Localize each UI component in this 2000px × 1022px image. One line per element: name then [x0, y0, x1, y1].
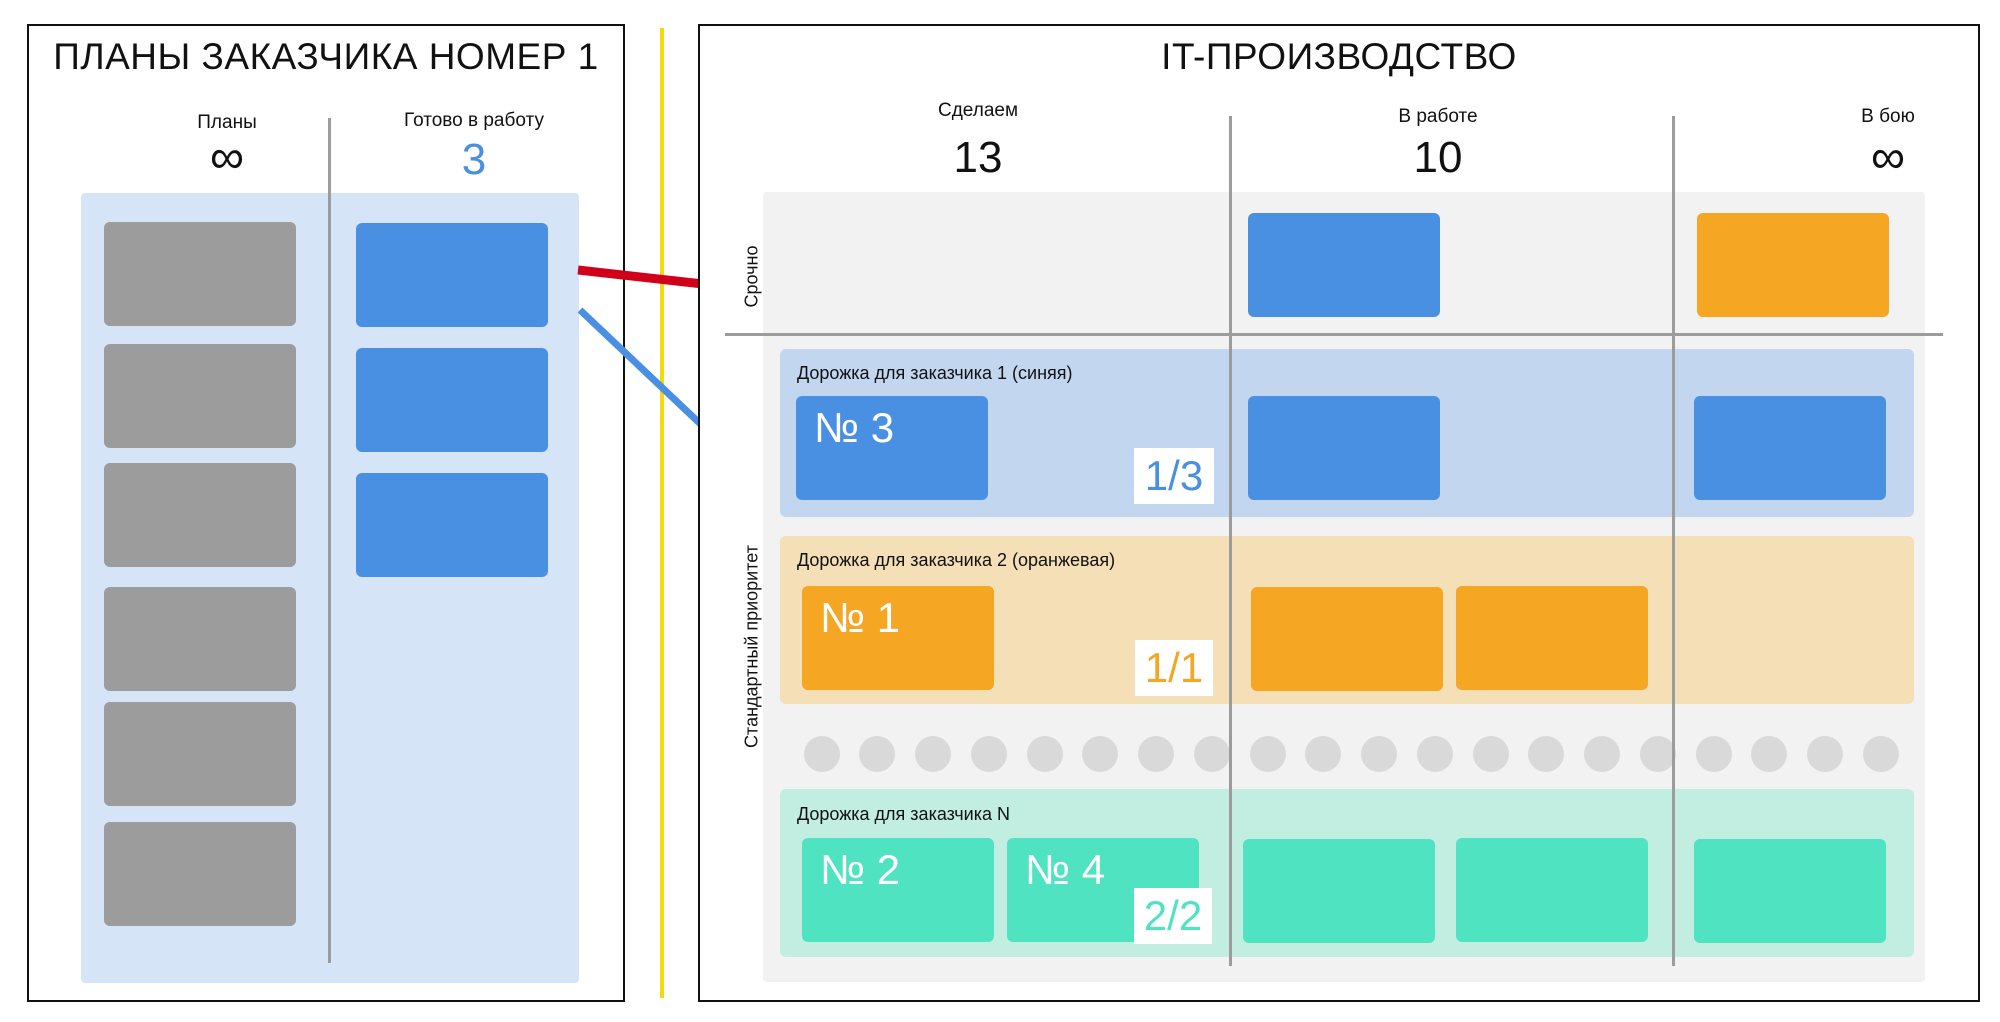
lane-n-card[interactable]: [1243, 839, 1435, 943]
urgent-card[interactable]: [1248, 213, 1440, 317]
column-inprogress-wip: 10: [1413, 133, 1463, 182]
ready-card[interactable]: [356, 223, 548, 327]
ellipsis-dot: [1138, 736, 1174, 772]
column-production-wip: ∞: [1870, 131, 1906, 184]
plan-card[interactable]: [104, 822, 296, 926]
column-divider: [328, 118, 331, 963]
lane-n-ratio: 2/2: [1134, 888, 1212, 944]
customer-plans-title: ПЛАНЫ ЗАКАЗЧИКА НОМЕР 1: [53, 36, 599, 77]
plan-card[interactable]: [104, 587, 296, 691]
lane-n-card[interactable]: № 2: [802, 838, 994, 942]
row-urgent-label: Срочно: [741, 245, 762, 308]
lane-customer-n-label: Дорожка для заказчика N: [797, 804, 1011, 824]
plan-card[interactable]: [104, 222, 296, 326]
card-number: № 4: [1025, 846, 1106, 893]
it-production-title: IT-ПРОИЗВОДСТВО: [1161, 36, 1517, 77]
row-standard-label: Стандартный приоритет: [741, 545, 762, 748]
ellipsis-dot: [1417, 736, 1453, 772]
lane-2-card[interactable]: № 1: [802, 586, 994, 690]
lane-1-card[interactable]: [1694, 396, 1886, 500]
swimlane-divider: [725, 333, 1943, 336]
customer-plans-panel: ПЛАНЫ ЗАКАЗЧИКА НОМЕР 1 Планы ∞ Готово в…: [27, 24, 625, 1002]
ellipsis-dot: [1807, 736, 1843, 772]
ellipsis-dot: [1305, 736, 1341, 772]
column-ready-label: Готово в работу: [404, 110, 544, 131]
lane-2-ratio: 1/1: [1135, 640, 1213, 696]
ellipsis-dot: [1082, 736, 1118, 772]
lane-2-card[interactable]: [1456, 586, 1648, 690]
lane-n-card[interactable]: [1694, 839, 1886, 943]
ellipsis-dot: [1250, 736, 1286, 772]
ellipsis-dot: [1361, 736, 1397, 772]
column-divider: [1229, 116, 1232, 966]
ellipsis-dot: [804, 736, 840, 772]
ellipsis-dot: [1584, 736, 1620, 772]
column-plans-wip: ∞: [209, 131, 245, 184]
column-todo-wip: 13: [953, 133, 1003, 182]
lane-1-card[interactable]: № 3: [796, 396, 988, 500]
it-production-panel: IT-ПРОИЗВОДСТВО Сделаем 13 В работе 10 В…: [698, 24, 1980, 1002]
ellipsis-dot: [1027, 736, 1063, 772]
lane-1-ratio: 1/3: [1134, 448, 1214, 504]
plan-card[interactable]: [104, 344, 296, 448]
card-number: № 2: [820, 846, 901, 893]
column-todo-label: Сделаем: [937, 100, 1019, 121]
column-ready-wip: 3: [461, 135, 487, 184]
boundary-divider: [660, 28, 664, 998]
lane-2-card[interactable]: [1251, 587, 1443, 691]
ellipsis-dot: [971, 736, 1007, 772]
column-divider: [1672, 116, 1675, 966]
ellipsis-dot: [859, 736, 895, 772]
ellipsis-dot: [1528, 736, 1564, 772]
ready-card[interactable]: [356, 348, 548, 452]
plan-card[interactable]: [104, 463, 296, 567]
lane-customer-1-label: Дорожка для заказчика 1 (синяя): [797, 363, 1073, 383]
lane-n-card[interactable]: [1456, 838, 1648, 942]
urgent-card[interactable]: [1697, 213, 1889, 317]
ready-card[interactable]: [356, 473, 548, 577]
ellipsis-dot: [1696, 736, 1732, 772]
arrow-to-urgent: [577, 265, 714, 290]
ellipsis-dot: [915, 736, 951, 772]
ellipsis-dot: [1473, 736, 1509, 772]
column-inprogress-label: В работе: [1398, 106, 1478, 127]
lane-1-card[interactable]: [1248, 396, 1440, 500]
ellipsis-dot: [1640, 736, 1676, 772]
column-production-label: В бою: [1861, 106, 1915, 127]
column-plans-label: Планы: [197, 112, 257, 133]
card-number: № 1: [820, 594, 901, 641]
ellipsis-dot: [1194, 736, 1230, 772]
lane-customer-2-label: Дорожка для заказчика 2 (оранжевая): [797, 550, 1116, 570]
ellipsis-dot: [1751, 736, 1787, 772]
ellipsis-dot: [1863, 736, 1899, 772]
plan-card[interactable]: [104, 702, 296, 806]
card-number: № 3: [814, 404, 895, 451]
